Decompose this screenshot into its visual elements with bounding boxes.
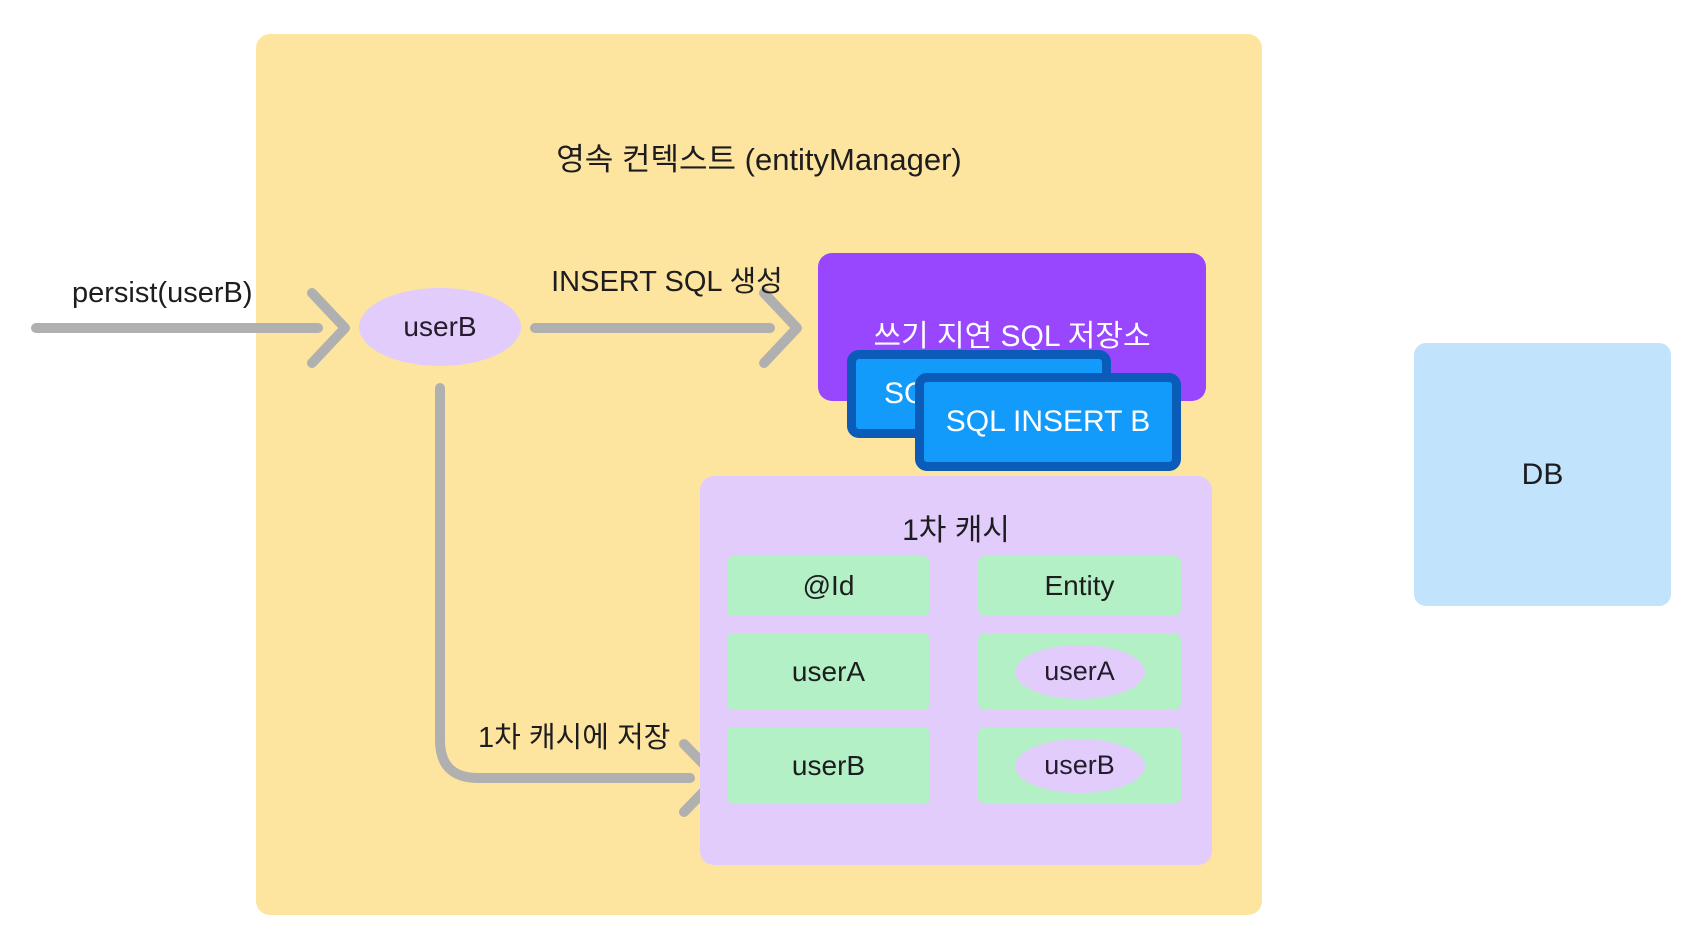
- database-box: DB: [1414, 343, 1671, 606]
- cache-store-arrow-label: 1차 캐시에 저장: [478, 722, 671, 754]
- entity-chip-userb: userB: [1014, 738, 1145, 793]
- cache-row-userb-entity: userB: [978, 727, 1181, 804]
- write-behind-sql-store-title: 쓰기 지연 SQL 저장소: [873, 320, 1151, 353]
- persist-arrow-label: persist(userB): [72, 277, 253, 309]
- sql-card-insert-b[interactable]: SQL INSERT B: [915, 373, 1181, 471]
- cache-header-entity: Entity: [978, 556, 1181, 616]
- entity-chip-usera: userA: [1014, 644, 1145, 699]
- first-level-cache-title: 1차 캐시: [902, 514, 1010, 547]
- insert-sql-arrow-label: INSERT SQL 생성: [551, 266, 783, 298]
- cache-row-usera-entity: userA: [978, 633, 1181, 710]
- entity-node-userb[interactable]: userB: [359, 288, 521, 366]
- persistence-context-title: 영속 컨텍스트 (entityManager): [556, 142, 962, 177]
- first-level-cache-grid: @Id Entity userA userA userB userB: [727, 556, 1181, 804]
- cache-row-userb-id: userB: [727, 727, 930, 804]
- cache-row-usera-id: userA: [727, 633, 930, 710]
- cache-header-id: @Id: [727, 556, 930, 616]
